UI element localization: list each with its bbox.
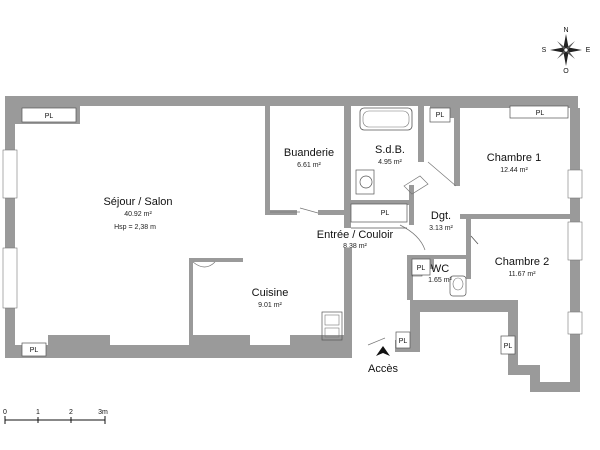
toilet xyxy=(449,275,467,297)
access-marker: Accès xyxy=(368,346,398,375)
doors xyxy=(192,161,479,346)
room-chambre2-area: 11.67 m² xyxy=(508,271,536,278)
room-cuisine-name: Cuisine xyxy=(252,287,289,299)
kitchen-sink xyxy=(321,311,343,341)
placard-1 xyxy=(21,107,77,123)
compass-west: O xyxy=(563,68,569,75)
compass-east: E xyxy=(586,47,591,54)
room-chambre2-name: Chambre 2 xyxy=(495,256,549,268)
room-cuisine-area: 9.01 m² xyxy=(258,302,282,309)
scale-tick-3: 3m xyxy=(98,409,108,416)
placard-2 xyxy=(21,342,47,357)
room-chambre1-area: 12.44 m² xyxy=(500,167,528,174)
compass: N S E O xyxy=(542,27,591,75)
room-sejour-name: Séjour / Salon xyxy=(103,196,172,208)
scale-tick-0: 0 xyxy=(3,409,7,416)
scale-bar: 0 1 2 3m xyxy=(3,409,108,424)
room-sdb-area: 4.95 m² xyxy=(378,159,402,166)
room-dgt-area: 3.13 m² xyxy=(429,225,453,232)
placard-4-label: PL xyxy=(436,112,445,119)
placard-7-label: PL xyxy=(504,343,513,350)
room-entree-name: Entrée / Couloir xyxy=(317,229,394,241)
placard-1-label: PL xyxy=(45,113,54,120)
placard-5 xyxy=(509,105,569,119)
room-sejour-height: Hsp = 2,38 m xyxy=(114,224,156,231)
scale-tick-1: 1 xyxy=(36,409,40,416)
room-sejour-area: 40.92 m² xyxy=(124,211,152,218)
placard-3-label: PL xyxy=(381,210,390,217)
room-entree-area: 8.38 m² xyxy=(343,243,367,250)
exterior-walls xyxy=(2,96,583,392)
placard-8 xyxy=(411,258,431,276)
access-arrow-icon xyxy=(376,346,390,356)
access-label: Accès xyxy=(368,363,398,375)
room-labels: Séjour / Salon 40.92 m² Hsp = 2,38 m Bua… xyxy=(103,144,549,309)
room-dgt-name: Dgt. xyxy=(431,210,451,222)
room-wc-area: 1.65 m² xyxy=(428,277,452,284)
compass-south: S xyxy=(542,47,547,54)
scale-tick-2: 2 xyxy=(69,409,73,416)
placard-5-label: PL xyxy=(536,110,545,117)
placard-2-label: PL xyxy=(30,347,39,354)
washbasin xyxy=(359,175,373,189)
placard-6-label: PL xyxy=(399,338,408,345)
room-buanderie-name: Buanderie xyxy=(284,147,334,159)
bathtub xyxy=(359,107,413,131)
placard-3 xyxy=(350,203,408,223)
placard-7 xyxy=(500,335,516,355)
room-buanderie-area: 6.61 m² xyxy=(297,162,321,169)
placards: PL PL PL PL PL PL PL PL xyxy=(21,105,569,357)
room-sdb-name: S.d.B. xyxy=(375,144,405,156)
placard-4 xyxy=(429,107,451,123)
interior-walls xyxy=(189,106,572,358)
compass-north: N xyxy=(563,27,568,34)
room-chambre1-name: Chambre 1 xyxy=(487,152,541,164)
room-wc-name: WC xyxy=(431,263,449,275)
placard-6 xyxy=(395,331,411,349)
placard-8-label: PL xyxy=(417,265,426,272)
compass-rose-icon xyxy=(550,34,582,66)
